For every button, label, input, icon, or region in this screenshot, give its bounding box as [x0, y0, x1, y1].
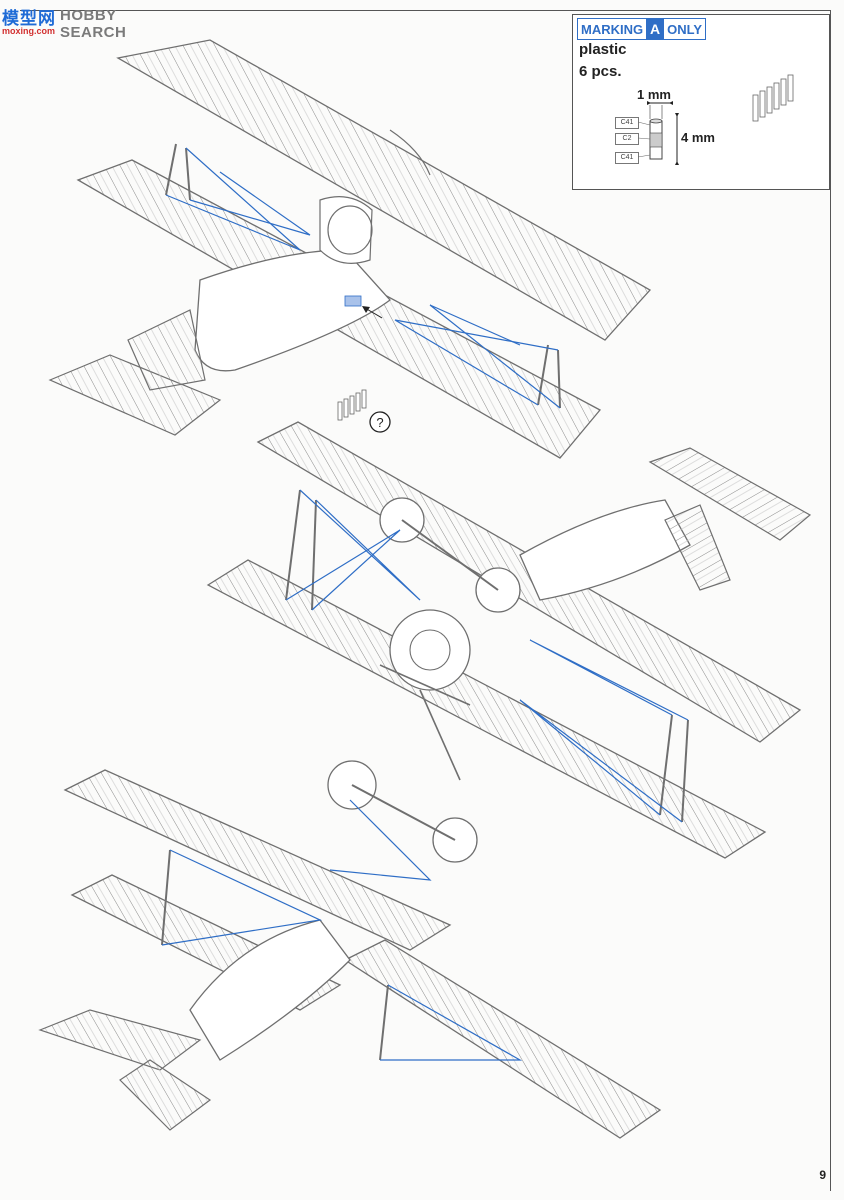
- part-tag-top: C41: [615, 117, 639, 129]
- biplane-bottom-view: [38, 760, 662, 1139]
- watermark-brand: HOBBY SEARCH: [60, 7, 127, 41]
- page-number: 9: [819, 1168, 826, 1182]
- biplane-top-view: ?: [48, 39, 652, 459]
- only-word: ONLY: [667, 21, 703, 37]
- marking-callout-box: MARKING A ONLY plastic 6 pcs. 1 mm 4 mm …: [572, 14, 830, 190]
- watermark: 模型网 HOBBY SEARCH moxing.com: [0, 2, 170, 41]
- material-label: plastic: [579, 41, 627, 58]
- marking-word: MARKING: [581, 21, 644, 37]
- height-dimension: 4 mm: [681, 130, 715, 145]
- rod-set-top: [337, 389, 367, 421]
- part-tag-bottom: C41: [615, 152, 639, 164]
- step-symbol: ?: [376, 415, 383, 430]
- step-symbol-ring: [369, 411, 391, 433]
- watermark-site-name: 模型网: [2, 9, 56, 29]
- part-tag-middle: C2: [615, 133, 639, 145]
- rod-part-diagram: [637, 74, 794, 165]
- biplane-front-view: [206, 421, 812, 859]
- marking-letter: A: [646, 19, 665, 39]
- width-dimension: 1 mm: [637, 87, 671, 102]
- marking-a-only-badge: MARKING A ONLY: [577, 18, 707, 40]
- page-frame: [20, 10, 831, 1191]
- watermark-domain: moxing.com: [2, 26, 56, 36]
- quantity-label: 6 pcs.: [579, 63, 622, 80]
